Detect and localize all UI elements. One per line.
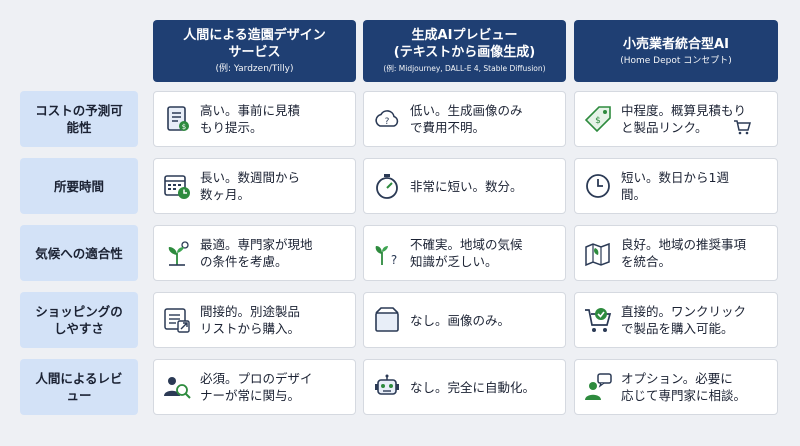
row-label-review: 人間によるレビ ュー (20, 359, 138, 415)
cell-text: なし。画像のみ。 (410, 312, 511, 328)
cell-text: 非常に短い。数分。 (410, 178, 523, 194)
cell-text: 最適。専門家が現地 の条件を考慮。 (200, 237, 313, 269)
cart-check-icon (583, 305, 613, 335)
cell-shopping-human: 間接的。別途製品 リストから購入。 (153, 292, 356, 348)
cell-climate-retail: 良好。地域の推奨事項 を統合。 (574, 225, 778, 281)
cell-text: 不確実。地域の気候 知識が乏しい。 (410, 237, 523, 269)
svg-text:$: $ (595, 116, 601, 126)
cell-text: 長い。数週間から 数ヶ月。 (200, 170, 301, 202)
cell-text: 高い。事前に見積 もり提示。 (200, 103, 301, 135)
svg-text:$: $ (182, 123, 186, 131)
cell-text: なし。完全に自動化。 (410, 379, 536, 395)
clock-icon (583, 171, 613, 201)
cell-climate-human: 最適。専門家が現地 の条件を考慮。 (153, 225, 356, 281)
cell-text: 間接的。別途製品 リストから購入。 (200, 304, 301, 336)
cell-text: 中程度。概算見積もり と製品リンク。 (621, 103, 747, 135)
header-subtitle: (例: Midjourney, DALL-E 4, Stable Diffusi… (383, 64, 546, 73)
calendar-clock-icon (162, 171, 192, 201)
price-tag-icon: $ (583, 104, 613, 134)
stopwatch-icon (372, 171, 402, 201)
list-link-icon (162, 305, 192, 335)
cell-cost-retail: $ 中程度。概算見積もり と製品リンク。 (574, 91, 778, 147)
plant-question-icon: ? (372, 238, 402, 268)
cell-climate-genai: ? 不確実。地域の気候 知識が乏しい。 (363, 225, 566, 281)
cloud-question-icon: ? (372, 104, 402, 134)
header-subtitle: (例: Yardzen/Tilly) (215, 64, 294, 74)
header-title: 小売業者統合型AI (623, 36, 729, 52)
cart-icon (733, 118, 751, 136)
map-leaf-icon (583, 238, 613, 268)
cell-time-retail: 短い。数日から1週 間。 (574, 158, 778, 214)
svg-text:?: ? (385, 117, 390, 127)
cell-cost-genai: ? 低い。生成画像のみ で費用不明。 (363, 91, 566, 147)
row-label-climate: 気候への適合性 (20, 225, 138, 281)
robot-icon (372, 372, 402, 402)
cell-review-genai: なし。完全に自動化。 (363, 359, 566, 415)
cell-text: 直接的。ワンクリック で製品を購入可能。 (621, 304, 747, 336)
row-label-time: 所要時間 (20, 158, 138, 214)
row-label-cost: コストの予測可 能性 (20, 91, 138, 147)
header-generative-ai: 生成AIプレビュー (テキストから画像生成) (例: Midjourney, D… (363, 20, 566, 82)
cell-text: 良好。地域の推奨事項 を統合。 (621, 237, 747, 269)
plant-sun-icon (162, 238, 192, 268)
row-label-shopping: ショッピングの しやすさ (20, 292, 138, 348)
person-chat-icon (583, 372, 613, 402)
cell-review-retail: オプション。必要に 応じて専門家に相談。 (574, 359, 778, 415)
header-title: 生成AIプレビュー (テキストから画像生成) (393, 28, 536, 60)
header-retailer-ai: 小売業者統合型AI (Home Depot コンセプト) (574, 20, 778, 82)
cell-shopping-retail: 直接的。ワンクリック で製品を購入可能。 (574, 292, 778, 348)
header-human-design: 人間による造園デザイン サービス (例: Yardzen/Tilly) (153, 20, 356, 82)
cell-time-human: 長い。数週間から 数ヶ月。 (153, 158, 356, 214)
cell-review-human: 必須。プロのデザイ ナーが常に関与。 (153, 359, 356, 415)
cell-text: 必須。プロのデザイ ナーが常に関与。 (200, 371, 313, 403)
cell-shopping-genai: なし。画像のみ。 (363, 292, 566, 348)
cell-text: 低い。生成画像のみ で費用不明。 (410, 103, 523, 135)
header-subtitle: (Home Depot コンセプト) (620, 55, 732, 66)
cell-text: オプション。必要に 応じて専門家に相談。 (621, 371, 747, 403)
cell-time-genai: 非常に短い。数分。 (363, 158, 566, 214)
box-icon (372, 305, 402, 335)
document-icon: $ (162, 104, 192, 134)
person-search-icon (162, 372, 192, 402)
cell-text: 短い。数日から1週 間。 (621, 170, 729, 202)
header-title: 人間による造園デザイン サービス (183, 28, 326, 60)
cell-cost-human: $ 高い。事前に見積 もり提示。 (153, 91, 356, 147)
svg-text:?: ? (391, 253, 397, 267)
